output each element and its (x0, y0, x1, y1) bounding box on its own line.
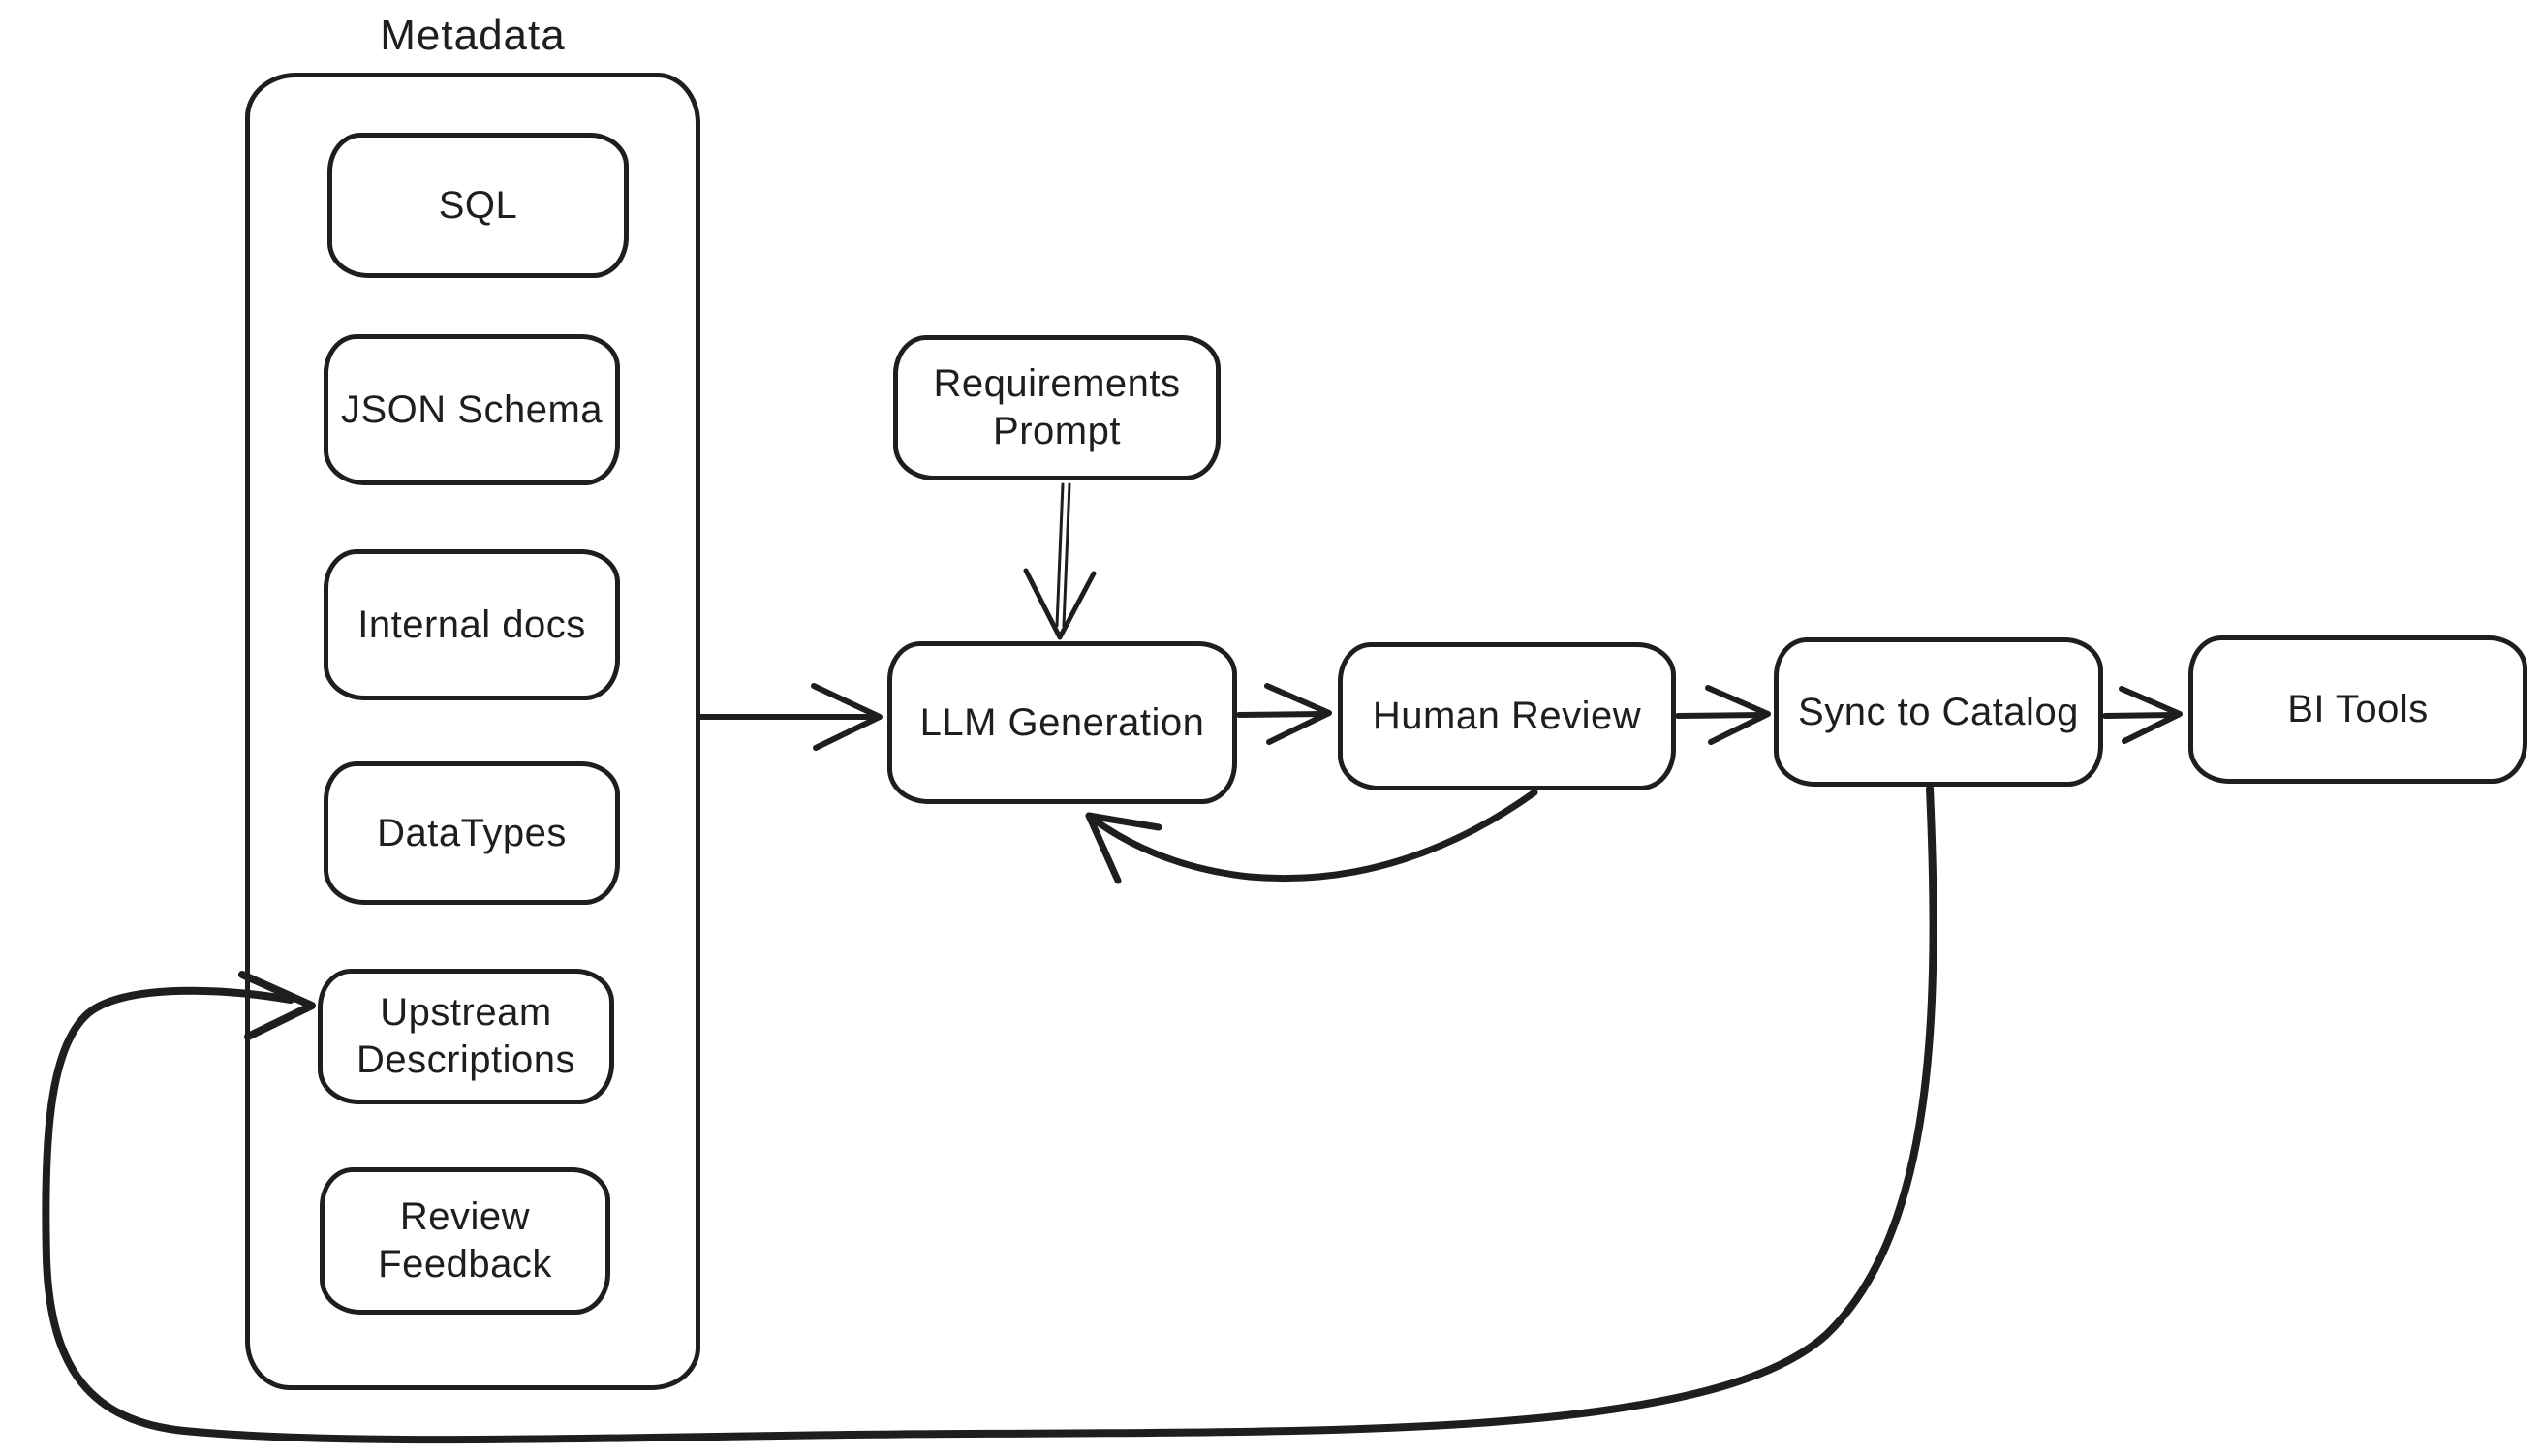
node-json-schema: JSON Schema (324, 334, 620, 485)
node-review-feedback: Review Feedback (320, 1167, 610, 1315)
node-internal-docs: Internal docs (324, 549, 620, 700)
arrow-llm-generation-to-human-review (1236, 683, 1332, 745)
metadata-group-label: Metadata (380, 12, 566, 59)
arrow-sync-to-catalog-to-bi-tools (2102, 686, 2183, 744)
arrow-metadata-to-llm-generation (697, 683, 883, 751)
node-requirements-prompt: Requirements Prompt (893, 335, 1221, 480)
node-human-review: Human Review (1338, 642, 1676, 790)
arrow-requirements-prompt-to-llm-generation (1023, 482, 1097, 640)
node-llm-generation: LLM Generation (887, 641, 1237, 804)
node-bi-tools: BI Tools (2188, 635, 2527, 784)
arrow-human-review-to-sync-to-catalog (1675, 685, 1771, 745)
node-sync-to-catalog: Sync to Catalog (1774, 637, 2103, 787)
node-upstream-descriptions: Upstream Descriptions (318, 969, 614, 1104)
arrow-human-review-feedback-to-llm-generation (1085, 789, 1538, 884)
node-sql: SQL (327, 133, 629, 278)
node-datatypes: DataTypes (324, 761, 620, 905)
